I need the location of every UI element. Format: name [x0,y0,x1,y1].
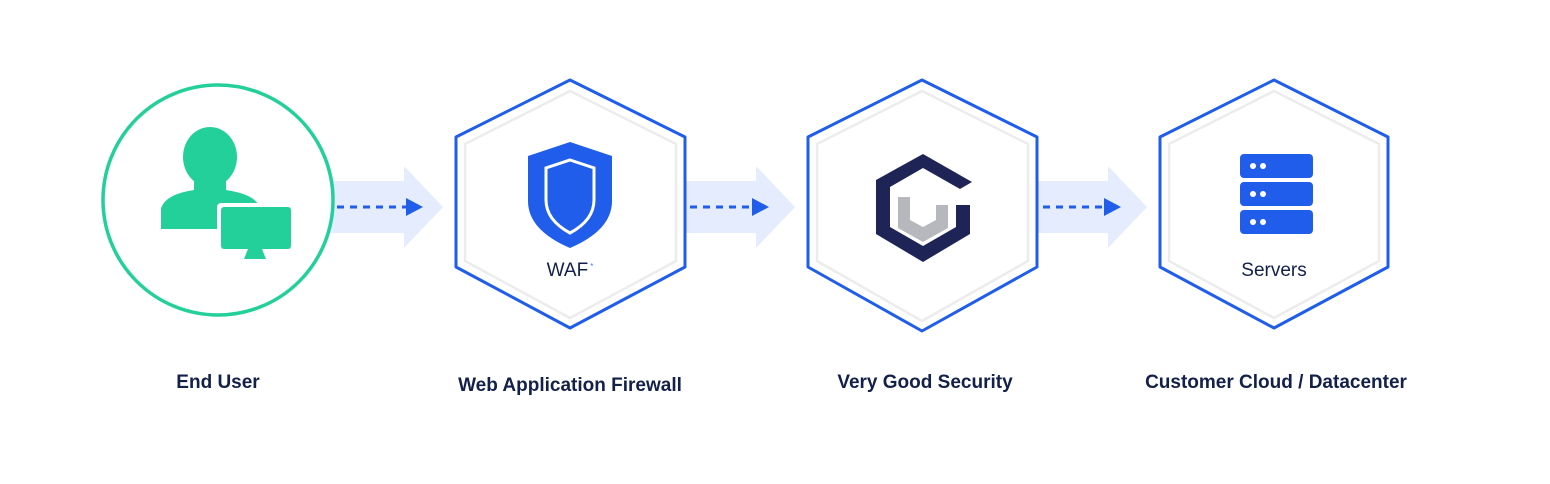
arrow-band [684,166,795,248]
arrowhead [752,198,769,216]
servers-icon [1240,154,1313,234]
waf-inner-mark: * [590,261,594,271]
vgs-hexagon-inner [815,89,1030,323]
waf-label: Web Application Firewall [458,375,682,396]
connector-arrow-waf-to-vgs [684,166,795,248]
waf-inner-label-text: WAF [546,260,589,281]
waf-node [454,78,687,330]
end-user-label: End User [176,372,260,393]
customer-node [1158,78,1390,330]
servers-inner-label: Servers [1241,260,1307,281]
customer-label: Customer Cloud / Datacenter [1145,372,1407,393]
arrowhead [1104,198,1121,216]
arrow-band [330,166,443,248]
waf-inner-label: WAF* [547,260,594,282]
connector-arrow-user-to-waf [330,166,443,248]
arrow-band [1036,166,1147,248]
vgs-logo-icon [876,154,972,262]
end-user-node [101,83,335,317]
connector-arrow-vgs-to-customer [1036,166,1147,248]
user-computer-icon [161,127,293,259]
vgs-label: Very Good Security [837,372,1013,393]
shield-icon [528,142,612,248]
arrowhead [406,198,423,216]
vgs-node [806,78,1039,333]
